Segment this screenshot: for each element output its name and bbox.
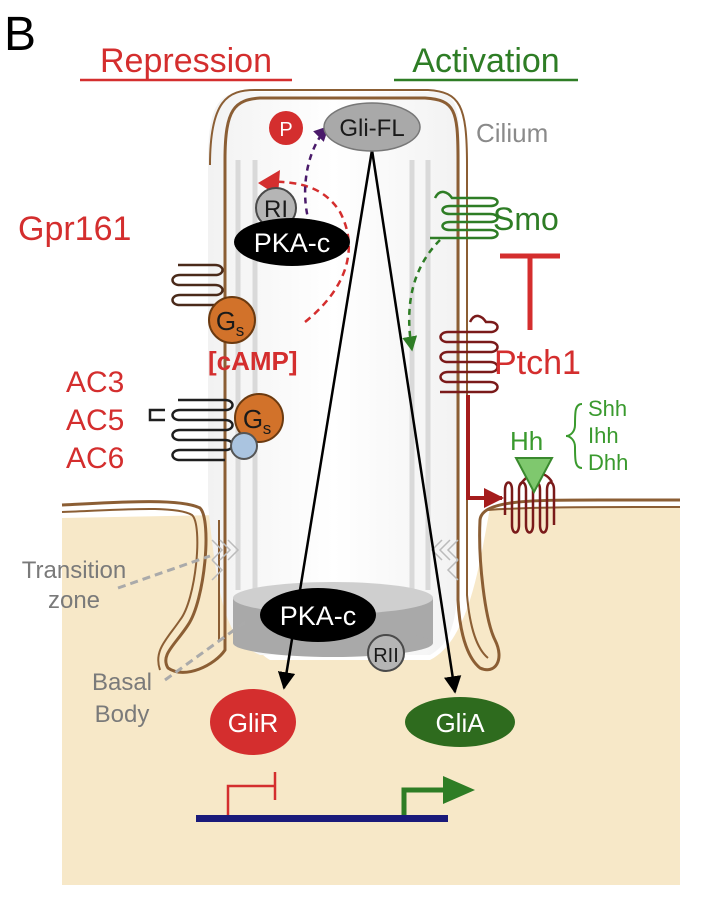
gs-top-letter: G [216,306,236,336]
phospho-label: P [279,119,292,141]
smo-label: Smo [493,201,559,237]
ciliary-membrane [61,96,680,674]
gli-fl-label: Gli-FL [339,115,404,142]
pka-c-base-label: PKA-c [280,601,357,631]
gli-fl-node [323,102,421,152]
ac6-label: AC6 [66,442,124,475]
cytoplasm [62,508,680,885]
pka-c-top-node [234,218,350,266]
ac-receptor [148,398,234,462]
gs-lower-letter: G [243,404,263,434]
ptch1-relocation-arrow [466,395,504,508]
gene-repression-symbol [226,772,277,818]
gpr161-label: Gpr161 [18,210,131,248]
rii-node [367,634,405,672]
rii-label: RII [373,645,399,667]
gs-top-sub: s [236,321,245,340]
transition-zone-fibers [211,539,459,581]
gs-beta-gamma-node [230,432,258,460]
dna-strand [196,815,448,822]
glia-label: GliA [435,708,485,738]
gs-lower-sub: s [263,419,272,438]
basal-body-pointer [164,618,249,682]
basal-body-label-line1: Basal [92,669,152,696]
pka-c-top-label: PKA-c [254,228,331,258]
repression-heading: Repression [100,42,272,80]
panel-letter: B [4,8,36,61]
transition-zone-label-line1: Transition [22,557,126,584]
glia-node [405,697,515,747]
transition-zone-label-line2: zone [48,587,100,614]
transition-zone-pointer [117,554,211,590]
smo-signal-arrow [402,239,441,352]
ac3-label: AC3 [66,366,124,399]
ptch1-receptor [439,314,499,394]
ptch1-inhibits-smo [500,253,560,330]
shh-label: Shh [588,396,627,421]
glifl-to-glia-arrow [370,149,462,694]
activation-heading: Activation [412,42,559,80]
gpr161-receptor [171,263,225,307]
gs-top-node [208,296,256,344]
camp-activation-arrow [261,180,350,323]
ihh-label: Ihh [588,423,619,448]
ac5-label: AC5 [66,404,124,437]
hh-ligand [514,457,554,495]
dhh-label: Dhh [588,450,628,475]
hh-label: Hh [510,426,543,456]
gene-activation-arrow [401,776,475,818]
smo-receptor [430,190,499,240]
phospho-node [269,111,303,145]
ptch1-label: Ptch1 [494,344,581,382]
pka-phosphorylation-arrow [303,125,330,226]
hh-family-bracket [565,403,583,469]
glir-node [210,689,296,755]
cilium-label: Cilium [476,118,548,148]
pka-c-base-node [260,588,376,642]
basal-body-label-line2: Body [95,701,150,728]
gs-lower-node [234,393,284,443]
camp-label: [cAMP] [208,346,298,376]
glir-label: GliR [228,708,279,738]
